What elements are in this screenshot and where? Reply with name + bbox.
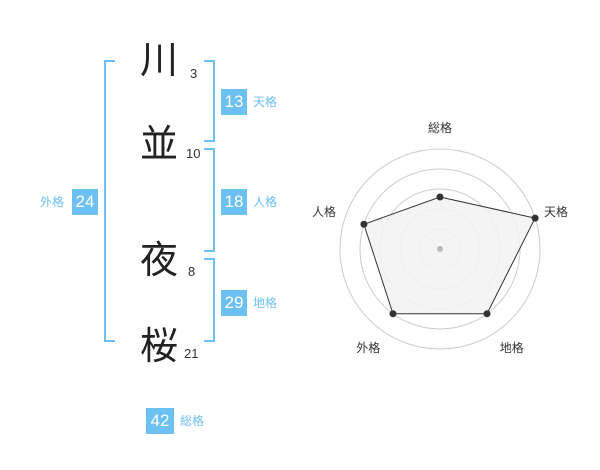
gaikaku-bracket [104, 60, 115, 342]
radar-center-dot [437, 246, 443, 252]
radar-series-polygon [363, 196, 536, 315]
name-char-4: 桜 [140, 324, 179, 368]
radar-grid-ring [339, 148, 541, 350]
radar-point-5 [360, 220, 368, 228]
stroke-count-1: 3 [190, 66, 198, 81]
name-char-1: 川 [140, 38, 179, 82]
name-char-3: 夜 [140, 238, 179, 282]
jinkaku-value-badge: 18 [221, 189, 247, 215]
jinkaku-label: 人格 [253, 195, 278, 209]
tenkaku-value-badge: 13 [221, 89, 247, 115]
gaikaku-value-badge: 24 [72, 189, 98, 215]
radar-point-2 [531, 214, 539, 222]
radar-axis-label-3: 地格 [499, 341, 524, 356]
soukaku-label: 総格 [180, 414, 205, 428]
soukaku-value-badge: 42 [146, 408, 174, 434]
chikaku-label: 地格 [253, 296, 278, 310]
gaikaku-label: 外格 [40, 195, 65, 209]
stroke-count-2: 10 [186, 146, 201, 161]
chikaku-value-badge: 29 [221, 290, 247, 316]
jinkaku-bracket [204, 148, 215, 252]
tenkaku-bracket [204, 60, 215, 142]
name-char-2: 並 [140, 122, 179, 166]
radar-axis-label-2: 天格 [544, 204, 569, 219]
chikaku-bracket [204, 258, 215, 342]
radar-point-4 [389, 310, 397, 318]
stroke-count-4: 21 [184, 346, 199, 361]
radar-axis-label-5: 人格 [311, 204, 336, 219]
radar-axis-label-4: 外格 [356, 341, 381, 356]
radar-axis-label-1: 総格 [428, 120, 453, 135]
radar-point-3 [483, 310, 491, 318]
stroke-count-3: 8 [188, 264, 196, 279]
radar-point-1 [436, 193, 444, 201]
tenkaku-label: 天格 [253, 95, 278, 109]
